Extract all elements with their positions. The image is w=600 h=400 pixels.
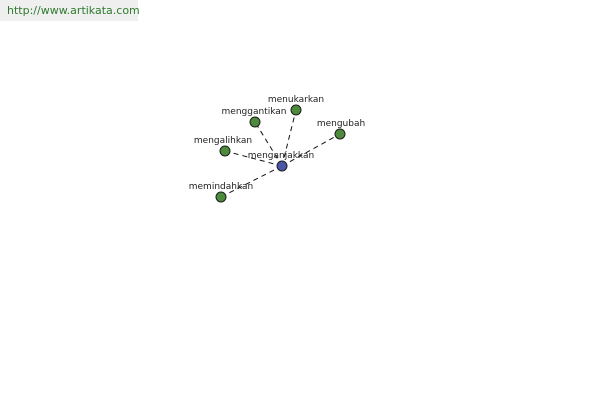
leaf-node-mengubah[interactable]: mengubah <box>317 119 365 140</box>
node-label: memindahkan <box>189 182 253 192</box>
edge-mengalihkan <box>224 150 283 167</box>
leaf-node-memindahkan[interactable]: memindahkan <box>189 182 253 203</box>
edge-menukarkan <box>281 109 297 167</box>
node-label: mengubah <box>317 119 365 129</box>
source-url[interactable]: http://www.artikata.com <box>0 0 140 21</box>
leaf-node-menukarkan[interactable]: menukarkan <box>268 95 324 116</box>
edge-memindahkan <box>220 165 283 198</box>
node-label: mengalihkan <box>194 136 252 146</box>
edge-mengubah <box>281 133 341 167</box>
center-node-label: menganjakkan <box>248 151 314 161</box>
leaf-node-menggantikan[interactable]: menggantikan <box>222 107 287 128</box>
center-node[interactable]: menganjakkan <box>248 151 314 172</box>
node-label: menggantikan <box>222 107 287 117</box>
leaf-node-mengalihkan[interactable]: mengalihkan <box>194 136 252 157</box>
node-label: menukarkan <box>268 95 324 105</box>
edges <box>220 109 341 198</box>
